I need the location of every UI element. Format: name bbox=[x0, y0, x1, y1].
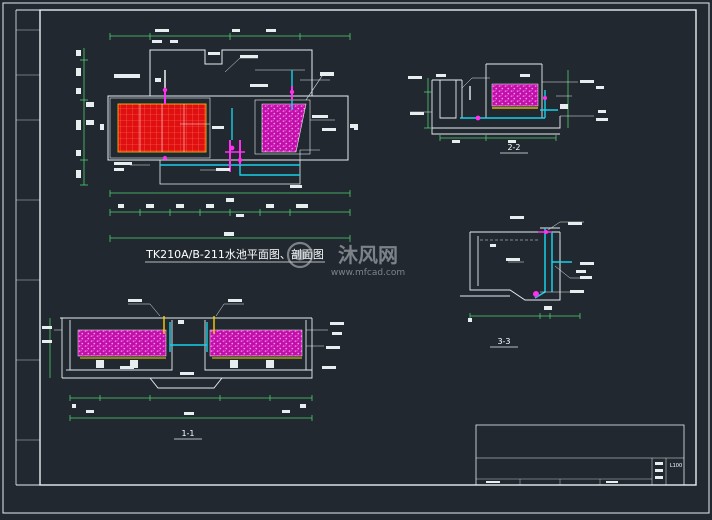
section-2-2: 2-2 bbox=[408, 63, 608, 154]
watermark-url: www.mfcad.com bbox=[331, 268, 405, 278]
section-2-2-dimension bbox=[424, 70, 569, 141]
section-2-2-leaders bbox=[410, 77, 594, 117]
plan-valves bbox=[162, 87, 295, 163]
plan-sediment-area bbox=[261, 103, 307, 153]
section-1-1-supports bbox=[96, 360, 274, 368]
section-2-2-pipes bbox=[460, 86, 558, 119]
drawing-frame bbox=[2, 2, 710, 514]
section-2-2-media bbox=[491, 83, 539, 107]
watermark-brand: 沐风网 bbox=[338, 243, 398, 267]
section-1-1-leaders bbox=[54, 303, 328, 347]
section-3-3-leaders bbox=[508, 221, 590, 293]
plan-top-dimension bbox=[109, 33, 351, 40]
section-3-3-label: 3-3 bbox=[497, 337, 510, 346]
plan-left-dimension bbox=[80, 48, 88, 186]
section-3-3-pipes bbox=[534, 228, 572, 299]
section-1-1-dimension bbox=[49, 318, 313, 421]
plan-view bbox=[76, 29, 358, 242]
section-1-1-label: 1-1 bbox=[181, 429, 194, 438]
section-1-1-media-right bbox=[209, 329, 303, 357]
plan-filter-bed-lines bbox=[139, 104, 185, 152]
plan-annotations bbox=[114, 52, 356, 188]
section-1-1-media-left bbox=[77, 329, 167, 357]
section-2-2-walls bbox=[431, 63, 561, 135]
watermark: 沐风网 www.mfcad.com bbox=[286, 241, 405, 278]
section-3-3-dimension bbox=[469, 313, 581, 319]
section-1-1: 1-1 bbox=[42, 299, 344, 440]
section-1-1-pipes bbox=[163, 316, 215, 352]
plan-section-markers bbox=[100, 124, 358, 130]
watermark-logo-icon bbox=[286, 241, 314, 269]
drawing-main-title: TK210A/B-211水池平面图、剖面图 bbox=[145, 247, 324, 261]
section-2-2-annotations bbox=[408, 74, 608, 143]
section-3-3-annotations bbox=[468, 216, 594, 322]
section-1-1-annotations bbox=[42, 299, 344, 415]
section-2-2-label: 2-2 bbox=[507, 143, 520, 152]
plan-left-dimension-text bbox=[76, 50, 94, 178]
plan-top-dimension-text bbox=[152, 29, 276, 43]
sheet-code: L100 bbox=[670, 463, 682, 469]
plan-walls bbox=[107, 49, 349, 185]
title-block bbox=[475, 424, 685, 486]
plan-bottom-dimension-text bbox=[118, 198, 308, 236]
section-3-3: 3-3 bbox=[460, 216, 594, 348]
plan-bottom-dimension bbox=[109, 190, 351, 242]
